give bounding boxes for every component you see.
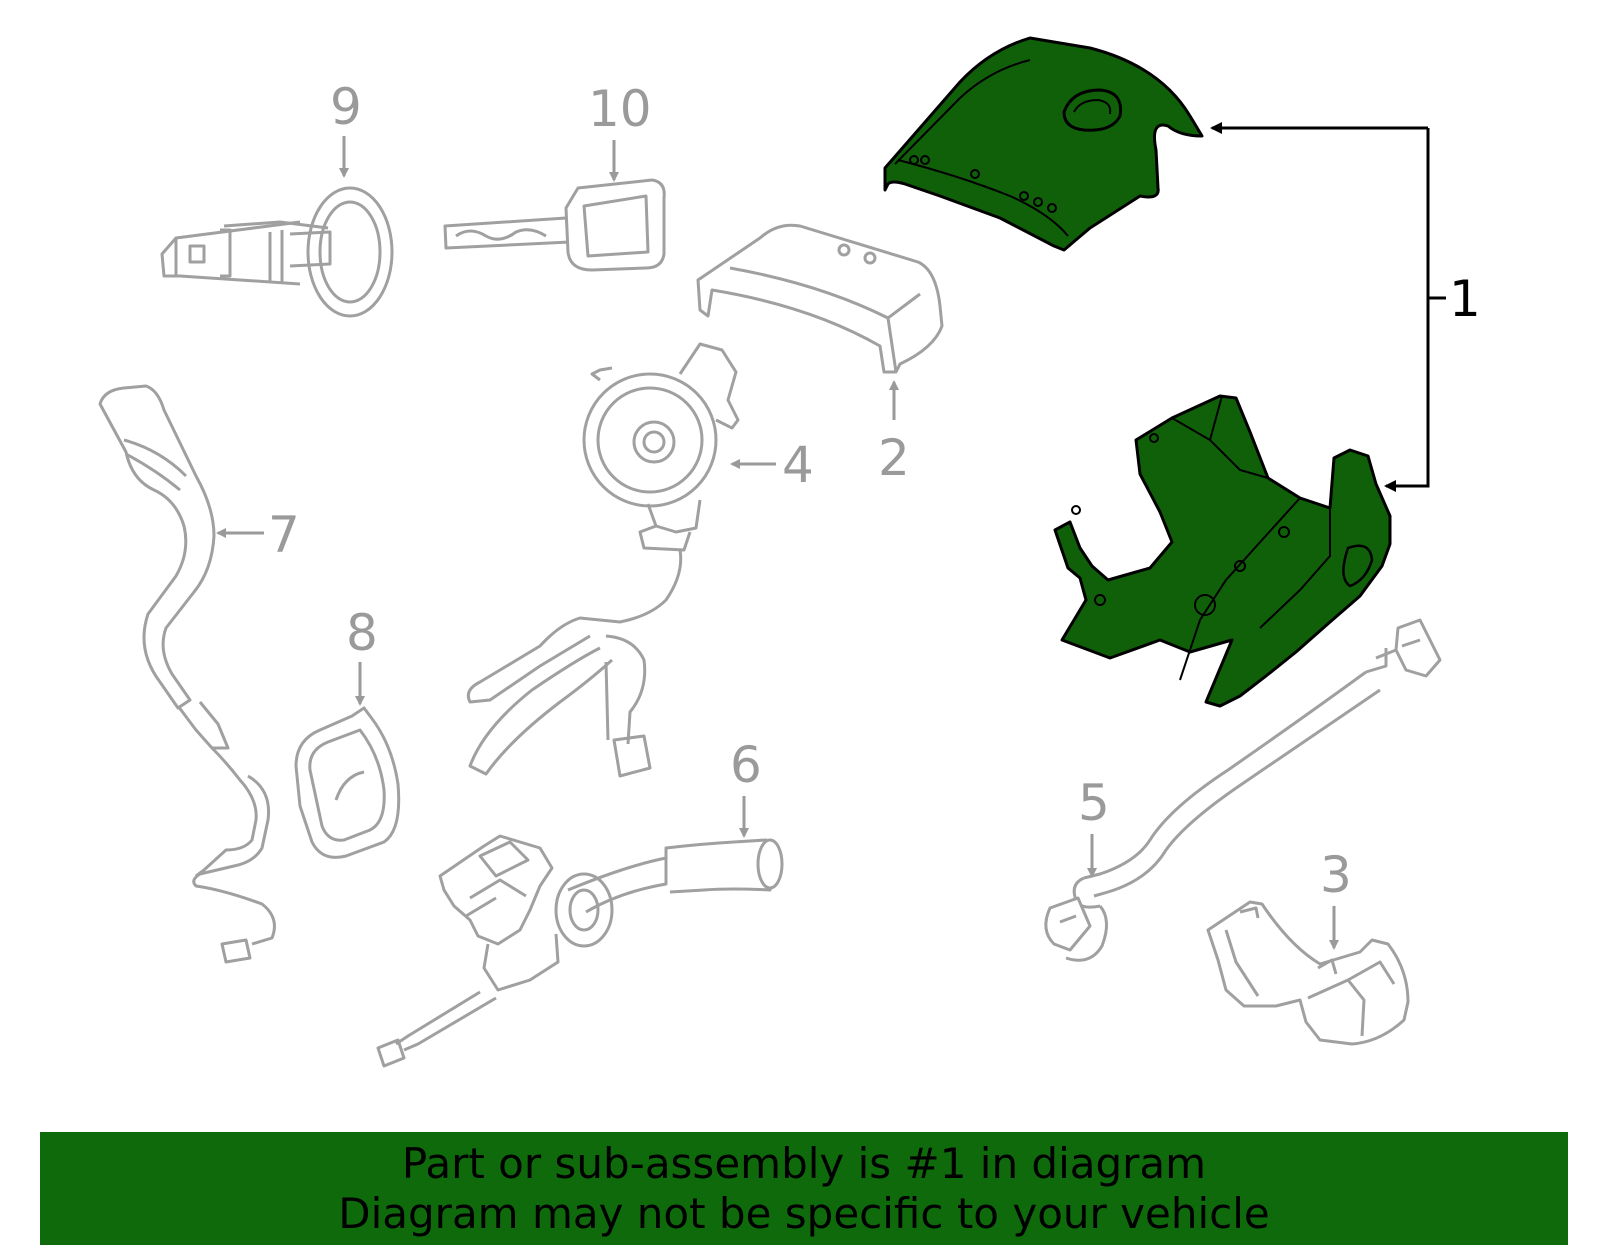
banner-line-2: Diagram may not be specific to your vehi…: [338, 1188, 1270, 1238]
banner-line-1: Part or sub-assembly is #1 in diagram: [401, 1138, 1207, 1188]
part-10-key[interactable]: [443, 178, 666, 272]
info-banner: Part or sub-assembly is #1 in diagram Di…: [40, 1132, 1568, 1245]
part-8-bezel[interactable]: [294, 706, 401, 859]
callout-1-leader: [1210, 122, 1446, 492]
part-1-upper-cover[interactable]: [883, 36, 1204, 252]
part-7-lever[interactable]: [98, 384, 276, 964]
callout-8-label: 8: [346, 604, 378, 662]
info-banner-background: [40, 1132, 1568, 1245]
callout-7-label: 7: [268, 506, 300, 564]
part-9-lock-cylinder[interactable]: [160, 186, 394, 318]
part-4-clock-spring[interactable]: [466, 342, 740, 778]
callout-2-label: 2: [878, 429, 910, 487]
callout-4-label: 4: [782, 436, 814, 494]
part-2-trim-cover[interactable]: [696, 223, 944, 374]
callout-1-label: 1: [1449, 270, 1481, 328]
callout-5-label: 5: [1078, 774, 1110, 832]
part-3-trim-piece[interactable]: [1206, 900, 1410, 1046]
callout-6-label: 6: [730, 736, 762, 794]
callout-9-label: 9: [330, 78, 362, 136]
part-6-combination-switch[interactable]: [376, 834, 784, 1068]
part-1-lower-cover[interactable]: [1053, 394, 1392, 708]
part-5-wire-harness[interactable]: [1044, 618, 1442, 962]
callout-10-label: 10: [588, 80, 652, 138]
callout-3-label: 3: [1320, 846, 1352, 904]
